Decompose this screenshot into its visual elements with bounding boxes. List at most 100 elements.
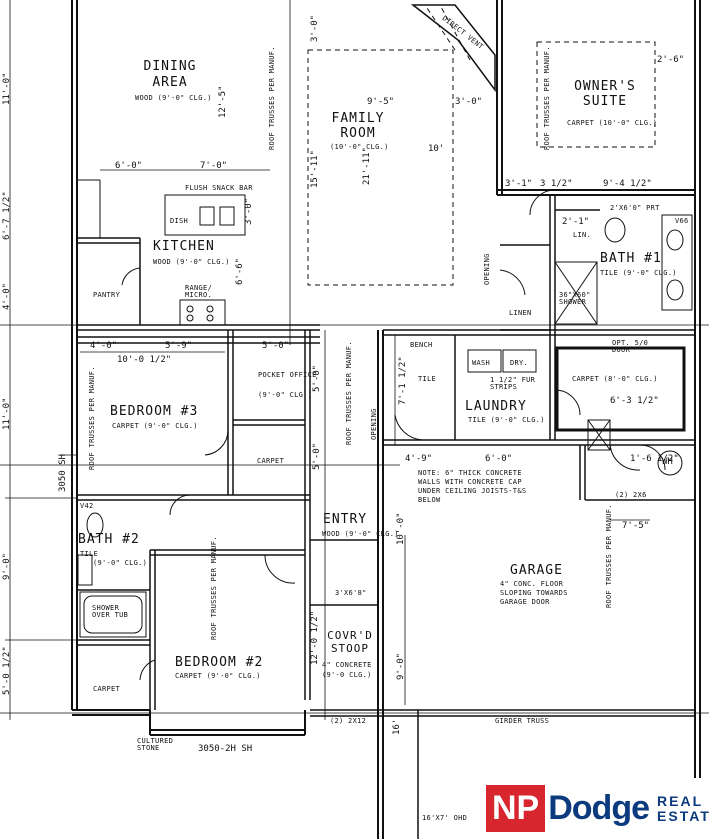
window-bed2-label: 3050-2H SH [198,744,253,754]
dim-kitchen-7: 7'-0" [200,161,228,171]
room-entry: ENTRY [323,512,368,527]
tile-bath2: TILE [80,550,99,558]
dim-office-5: 5'-0" [262,341,290,351]
garage-door-label: 16'x7' OHD [422,814,468,822]
logo-np: NP [486,785,546,832]
water-heater [657,450,683,476]
room-family-room: FAMILY ROOM [323,112,393,140]
dim-left-dining: 11'-0" [2,72,12,105]
roof-trusses-garage: ROOF TRUSSES PER MANUF. [605,504,613,608]
dim-bed3-5: 5'-0" [312,442,322,470]
dim-front-16: 16' [392,718,402,735]
garage-note-1: 4" CONC. FLOOR [500,580,564,588]
dim-kitchen-6: 6'-0" [115,161,143,171]
dim-stoop-12: 12'-0 1/2" [310,610,320,665]
header-label: (2) 2X12 [330,717,367,725]
dim-suite-9-4: 9'-4 1/2" [603,179,652,189]
concrete-note-4: BELOW [418,496,441,504]
dim-family-top: 3'-0" [310,14,320,42]
dry-label: DRY. [510,359,529,367]
room-bedroom-2: BEDROOM #2 [175,655,264,670]
dim-ceiling-10: 10' [428,144,445,154]
stoop-note-1: 4" CONCRETE [322,661,372,669]
dim-suite-3-1: 3'-1" [505,179,533,189]
room-bath-1: BATH #1 [600,251,662,266]
dim-kitchen-depth: 6'-6" [235,257,245,285]
water-heater-label: WH [662,457,673,467]
room-laundry: LAUNDRY [465,399,527,414]
vanity-bath1 [661,214,693,311]
dim-left-5: 5'-0 1/2" [2,646,12,695]
concrete-note-3: UNDER CEILING JOISTS-T&S [418,487,527,495]
room-family-line1: FAMILY [331,111,385,126]
logo-real: REAL [657,792,704,809]
dim-bath-2-1: 2'-1" [562,217,590,227]
room-garage: GARAGE [510,563,563,578]
bedroom2-ceiling-note: CARPET (9'-0" CLG.) [175,672,261,680]
room-dining-line1: DINING [143,59,197,74]
room-dining-area: DINING AREA [130,60,210,89]
dim-laundry-4-9: 4'-9" [405,454,433,464]
bedroom3-ceiling-note: CARPET (9'-0" CLG.) [112,422,198,430]
two-by-six-label: (2) 2X6 [615,491,647,499]
dim-left-11: 11'-0" [2,397,12,430]
dim-laundry-7-1: 7'-1 1/2" [398,356,408,405]
garage-note-2: SLOPING TOWARDS [500,589,568,597]
window-bed3-label: 3050 SH [58,454,68,492]
owners-ceiling-note: CARPET (10'-0" CLG.) [567,119,658,127]
logo-real-estate: REAL ESTATE [657,792,709,824]
linen-label: LINEN [509,309,532,317]
dim-left-4: 4'-0" [2,282,12,310]
room-bath-2: BATH #2 [78,532,140,547]
closet-note: CARPET (8'-0" CLG.) [572,375,658,383]
concrete-note-1: NOTE: 6" THICK CONCRETE [418,469,522,477]
dish-label: DISH [170,217,189,225]
dining-ceiling-note: WOOD (9'-0" CLG.) [135,94,212,102]
logo-dodge: Dodge [548,789,650,827]
dim-closet-1-6: 1'-6 1/2" [630,454,679,464]
opening-label-1: OPENING [483,253,491,285]
room-kitchen: KITCHEN [153,239,215,254]
roof-trusses-hall: ROOF TRUSSES PER MANUF. [345,341,353,445]
family-ceiling-note: (10'-0" CLG.) [330,143,389,151]
dim-closet-6-3: 6'-3 1/2" [610,396,659,406]
interior-walls [77,195,695,839]
cultured-stone-label: CULTURED STONE [137,737,174,752]
girder-truss-label: GIRDER TRUSS [495,717,550,725]
stoop-door-label: 3'x6'8" [335,589,367,597]
dim-family-depth: 15'-11" [310,150,320,188]
room-family-line2: ROOM [340,126,376,141]
roof-trusses-owners: ROOF TRUSSES PER MANUF. [543,46,551,150]
carpet-closet-bed3: CARPET [257,457,285,465]
snack-bar-label: FLUSH SNACK BAR [185,184,253,192]
door-swings [121,189,666,681]
pocket-office-ceiling-note: (9'-0" CLG.) [258,391,313,399]
dim-family-offset: 3'-0" [455,97,483,107]
room-bedroom-3: BEDROOM #3 [110,404,199,419]
dim-suite-3-4: 3 1/2" [540,179,573,189]
shower-label: 36"x60" SHOWER [559,291,591,306]
range-micro-label: RANGE/ MICRO. [185,284,213,299]
bath1-ceiling-note: TILE (9'-0" CLG.) [600,269,677,277]
dim-left-6-7: 6'-7 1/2" [2,191,12,240]
stoop-line2: STOOP [330,642,370,655]
dim-bed3-4: 4'-0" [90,341,118,351]
room-owners-line1: OWNER'S [574,79,636,94]
room-covered-stoop: COVR'D STOOP [320,630,380,654]
lin-label: LIN. [573,231,592,239]
concrete-note-2: WALLS WITH CONCRETE CAP [418,478,522,486]
roof-trusses-bed3: ROOF TRUSSES PER MANUF. [88,366,96,470]
dim-office-5b: 5'-0" [312,364,322,392]
exterior-walls [71,0,701,839]
npdodge-logo: NP Dodge REAL ESTATE [482,778,709,839]
shower-over-tub-label: SHOWER OVER TUB [92,604,129,619]
toilet-bath2 [86,512,104,538]
carpet-closet-bed2: CARPET [93,685,121,693]
dim-kitchen-3-0: 3'-0" [244,197,254,225]
dim-laundry-6: 6'-0" [485,454,513,464]
owners-shower [554,261,598,325]
stoop-line1: COVR'D [327,629,373,642]
bath2-ceiling-note: (9'-0" CLG.) [93,559,148,567]
dim-owners-offset: 2'-6" [657,55,685,65]
